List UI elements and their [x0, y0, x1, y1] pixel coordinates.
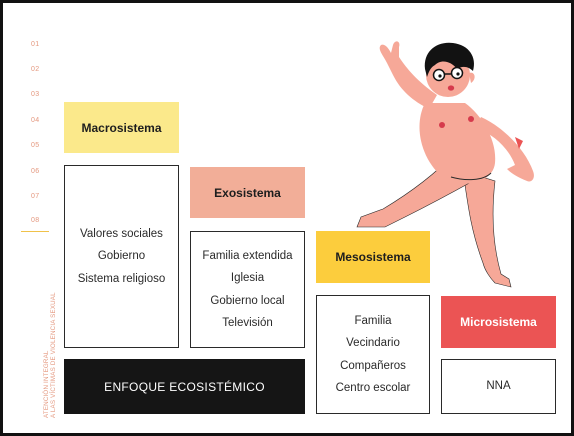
micro-item: NNA [486, 380, 511, 393]
exo-item: Iglesia [230, 272, 265, 284]
exo-item: Gobierno local [210, 294, 285, 307]
meso-item: Vecindario [346, 337, 400, 349]
exo-item: Familia extendida [202, 249, 293, 262]
macrosistema-box: Valores sociales Gobierno Sistema religi… [64, 165, 179, 348]
side-title-line-2: A LAS VÍCTIMAS DE VIOLENCIA SEXUAL [50, 292, 57, 418]
page-number-02: 02 [31, 66, 40, 73]
vertical-side-title: ATENCIÓN INTEGRAL A LAS VÍCTIMAS DE VIOL… [43, 292, 57, 418]
exosistema-box: Familia extendida Iglesia Gobierno local… [190, 231, 305, 348]
running-figure-illustration [356, 41, 534, 288]
microsistema-box: NNA [441, 359, 556, 414]
page-number-03: 03 [31, 91, 40, 98]
meso-item: Familia [354, 314, 392, 327]
microsistema-label: Microsistema [441, 296, 556, 348]
page-number-marker [21, 231, 49, 232]
page-number-08: 08 [31, 217, 40, 224]
page-number-01: 01 [31, 41, 40, 48]
mesosistema-label: Mesosistema [316, 231, 430, 283]
meso-item: Centro escolar [335, 382, 411, 394]
macro-item: Valores sociales [80, 227, 163, 240]
side-title-line-1: ATENCIÓN INTEGRAL [43, 350, 50, 418]
enfoque-ecosistemico-banner: ENFOQUE ECOSISTÉMICO [64, 359, 305, 414]
exo-item: Televisión [222, 317, 273, 329]
mesosistema-box: Familia Vecindario Compañeros Centro esc… [316, 295, 430, 414]
page-number-06: 06 [31, 168, 40, 175]
page-number-04: 04 [31, 117, 40, 124]
macro-item: Sistema religioso [77, 272, 166, 285]
exosistema-label: Exosistema [190, 167, 305, 218]
page-number-05: 05 [31, 142, 40, 149]
meso-item: Compañeros [340, 359, 406, 372]
macro-item: Gobierno [97, 250, 146, 263]
macrosistema-label: Macrosistema [64, 102, 179, 153]
page-number-07: 07 [31, 193, 40, 200]
